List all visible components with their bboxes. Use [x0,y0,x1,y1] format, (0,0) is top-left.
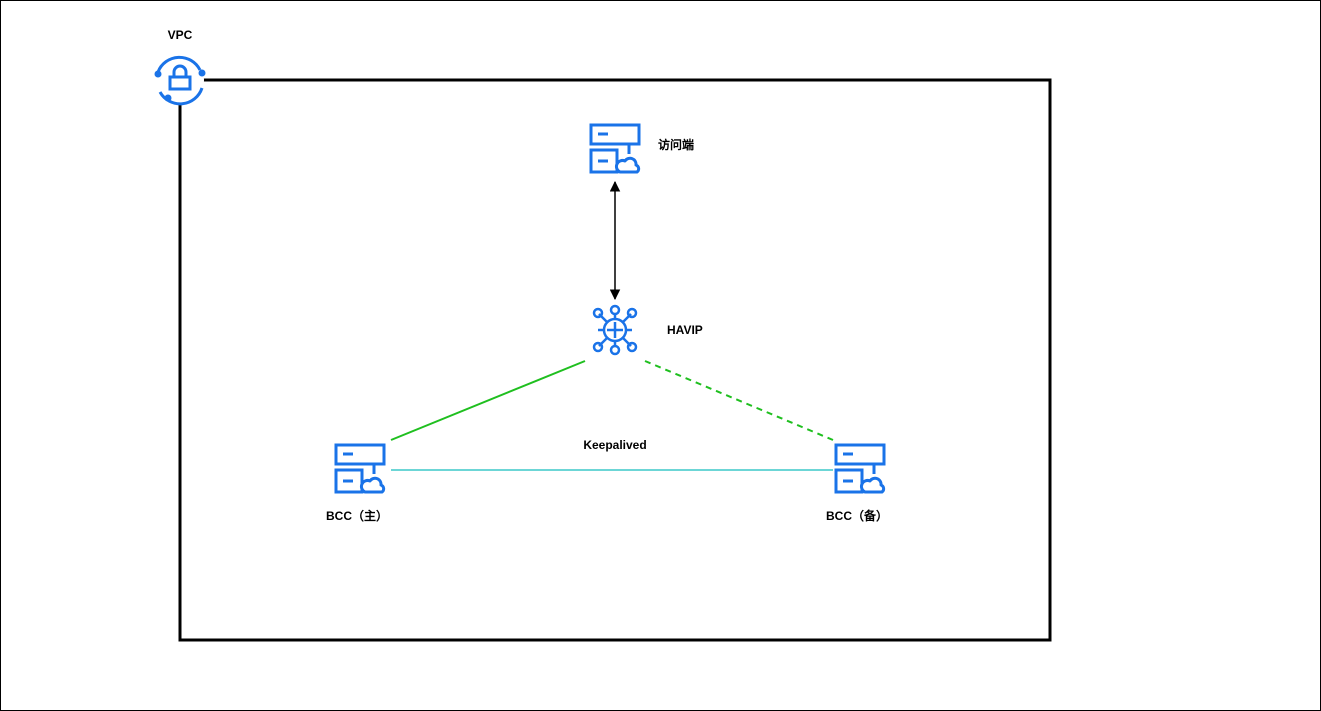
keepalived-label: Keepalived [583,438,647,452]
vpc-label: VPC [167,28,193,42]
vpc-lock-icon [154,55,206,106]
client-server-icon [589,123,641,174]
bcc-backup-label: BCC（备） [826,509,888,523]
havip-backup-link [644,360,834,441]
bcc-master-label: BCC（主） [326,509,388,523]
client-label: 访问端 [658,138,695,152]
vpc-boundary [178,78,1052,642]
bcc-master-server-icon [334,443,386,494]
havip-label: HAVIP [667,323,703,337]
havip-master-link [390,360,586,441]
havip-network-icon [592,304,638,356]
bcc-backup-server-icon [834,443,886,494]
